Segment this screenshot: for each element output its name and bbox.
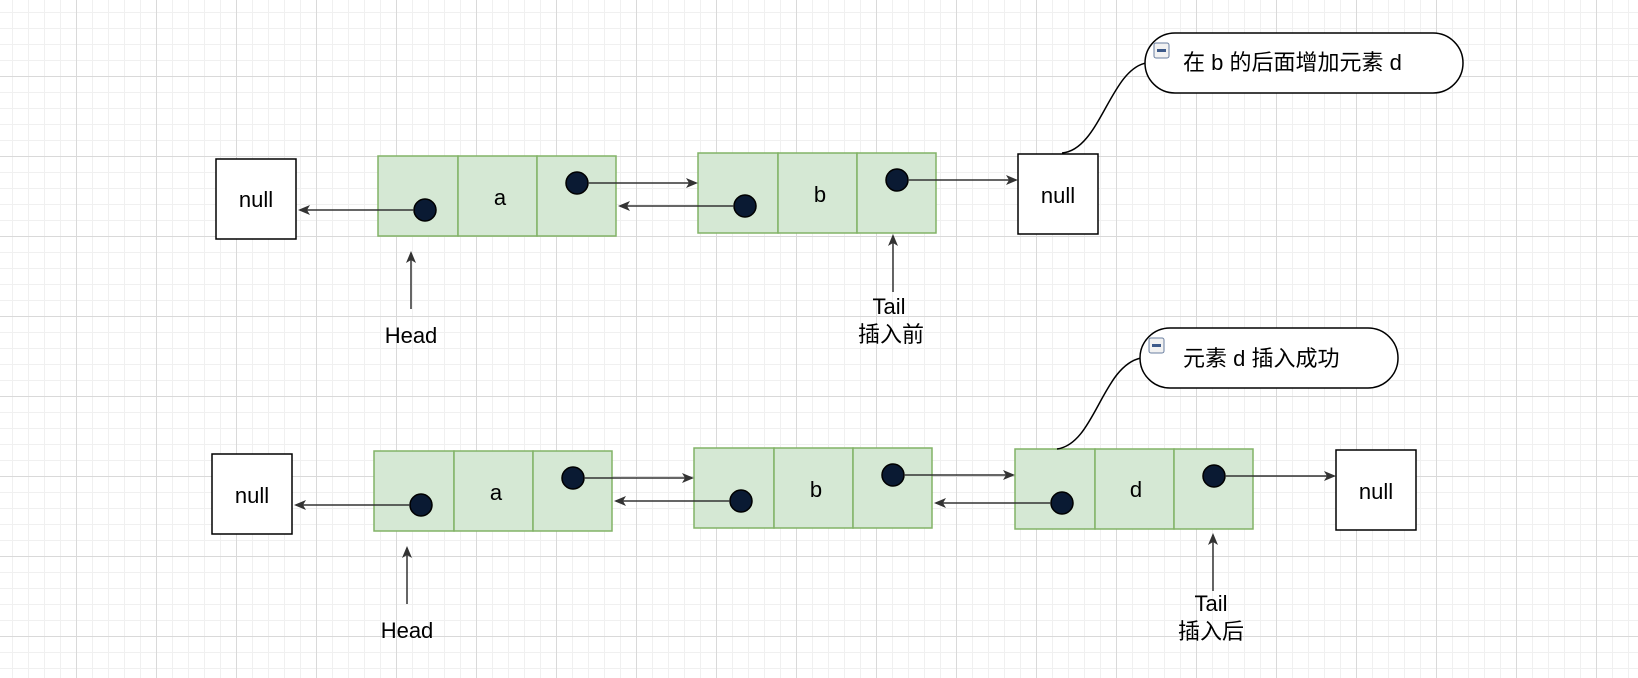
value-cell: [773, 447, 854, 529]
prev-pointer-cell: [693, 447, 775, 529]
list-node-b: b: [693, 447, 933, 529]
callout-before: 在 b 的后面增加元素 d: [1061, 32, 1464, 154]
list-node-d: d: [1014, 448, 1254, 530]
next-pointer-cell: [852, 447, 933, 529]
callout-after: 元素 d 插入成功: [1056, 327, 1399, 450]
null-label: null: [239, 187, 273, 212]
node-value: a: [490, 480, 503, 505]
next-pointer-dot: [565, 171, 589, 195]
tail-sublabel: 插入后: [1178, 619, 1244, 644]
prev-pointer-cell: [373, 450, 455, 532]
null-box-left: null: [215, 158, 297, 240]
null-box-right: null: [1017, 153, 1099, 235]
prev-pointer-cell: [697, 152, 779, 234]
list-node-a: a: [373, 450, 613, 532]
value-cell: [453, 450, 534, 532]
callout-text: 在 b 的后面增加元素 d: [1183, 50, 1402, 75]
prev-pointer-cell: [377, 155, 459, 237]
node-value: d: [1130, 477, 1142, 502]
next-pointer-cell: [856, 152, 937, 234]
tail-label: Tail: [872, 294, 905, 319]
null-box-right: null: [1335, 449, 1417, 531]
tail-label: Tail: [1194, 591, 1227, 616]
prev-pointer-dot: [409, 493, 433, 517]
prev-pointer-dot: [729, 489, 753, 513]
head-label: Head: [385, 323, 438, 348]
collapse-icon[interactable]: [1148, 337, 1165, 354]
node-value: a: [494, 185, 507, 210]
node-value: b: [814, 182, 826, 207]
next-pointer-dot: [881, 463, 905, 487]
value-cell: [777, 152, 858, 234]
next-pointer-cell: [1173, 448, 1254, 530]
value-cell: [457, 155, 538, 237]
next-pointer-cell: [532, 450, 613, 532]
next-pointer-dot: [1202, 464, 1226, 488]
prev-pointer-dot: [733, 194, 757, 218]
callout-text: 元素 d 插入成功: [1183, 346, 1339, 371]
null-label: null: [1041, 183, 1075, 208]
tail-sublabel: 插入前: [858, 322, 924, 347]
next-pointer-cell: [536, 155, 617, 237]
before-insert-list: null a b null: [215, 32, 1464, 348]
null-label: null: [1359, 479, 1393, 504]
prev-pointer-dot: [413, 198, 437, 222]
prev-pointer-dot: [1050, 491, 1074, 515]
next-pointer-dot: [561, 466, 585, 490]
null-box-left: null: [211, 453, 293, 535]
list-node-b: b: [697, 152, 937, 234]
head-label: Head: [381, 618, 434, 643]
prev-pointer-cell: [1014, 448, 1096, 530]
next-pointer-dot: [885, 168, 909, 192]
after-insert-list: null a b d: [211, 327, 1417, 644]
null-label: null: [235, 483, 269, 508]
collapse-icon[interactable]: [1153, 42, 1170, 59]
node-value: b: [810, 477, 822, 502]
list-node-a: a: [377, 155, 617, 237]
